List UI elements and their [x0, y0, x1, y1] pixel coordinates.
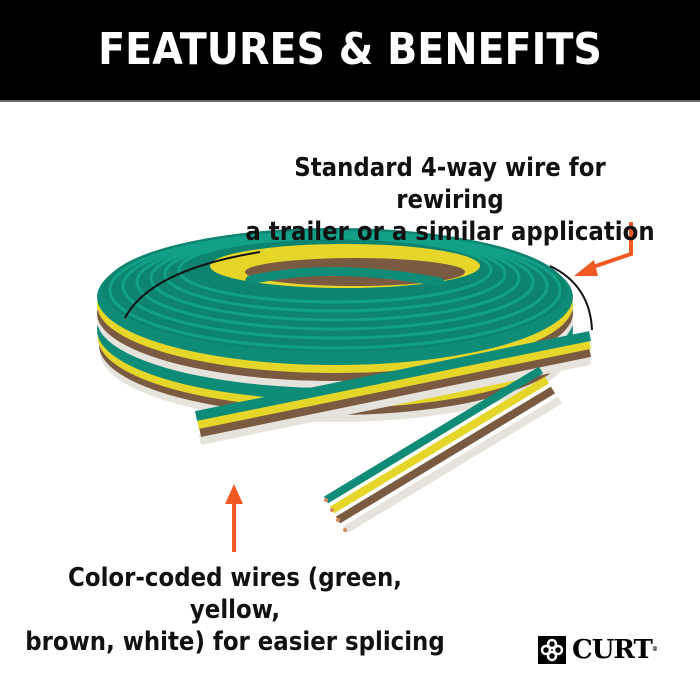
- arrow-head-icon: [574, 260, 598, 276]
- brand-logo: CURT®: [538, 635, 658, 665]
- wire-coil-icon: [97, 228, 593, 534]
- header-banner: FEATURES & BENEFITS: [0, 0, 700, 102]
- page-title: FEATURES & BENEFITS: [98, 24, 602, 75]
- callout-line: Standard 4-way wire for rewiring: [294, 153, 606, 215]
- callout-line: Color-coded wires (green, yellow,: [68, 563, 402, 625]
- curt-emblem-icon: [538, 636, 566, 664]
- arrow-icon: [589, 222, 633, 270]
- brand-name: CURT®: [572, 635, 658, 665]
- callout-line: brown, white) for easier splicing: [25, 627, 445, 657]
- callout-color-coded: Color-coded wires (green, yellow, brown,…: [19, 562, 450, 658]
- callout-line: a trailer or a similar application: [245, 217, 655, 247]
- callout-standard-wire: Standard 4-way wire for rewiring a trail…: [239, 152, 661, 248]
- arrow-up-icon: [225, 484, 243, 552]
